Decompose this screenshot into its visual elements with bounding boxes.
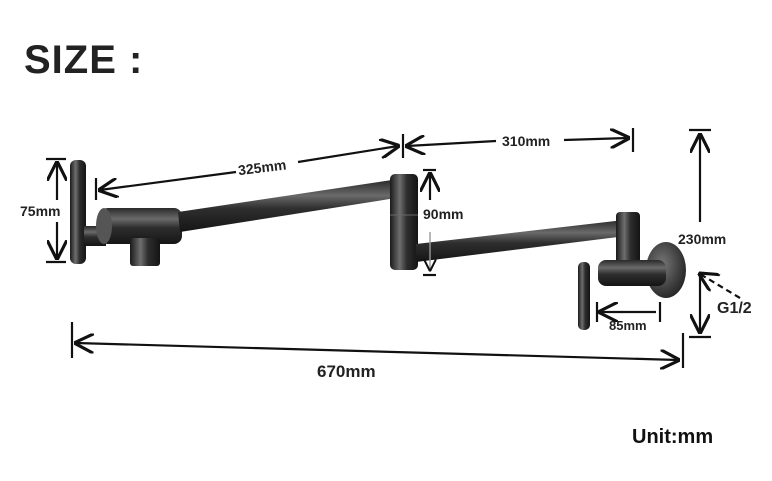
dim-joint-drop: 90mm xyxy=(423,206,463,222)
valve-body xyxy=(100,208,182,244)
dimension-lines xyxy=(46,128,741,368)
right-handle xyxy=(578,262,590,330)
dim-handle-height: 75mm xyxy=(20,203,60,219)
dim-total-length: 670mm xyxy=(317,362,376,381)
dim-wall-mount-length: 85mm xyxy=(609,318,647,333)
dim-total-height: 230mm xyxy=(678,231,726,247)
unit-label: Unit:mm xyxy=(632,426,714,448)
faucet-illustration xyxy=(70,160,686,330)
dim-thread: G1/2 xyxy=(717,300,752,317)
left-handle xyxy=(70,160,86,264)
joint-2 xyxy=(616,212,640,272)
arm-1 xyxy=(178,180,396,232)
joint-1 xyxy=(390,174,418,270)
wall-mount-body xyxy=(598,260,666,286)
arm-2 xyxy=(416,220,626,262)
page-title: SIZE : xyxy=(24,38,144,82)
dim-arm1-length: 325mm xyxy=(237,156,287,178)
dim-arm2-length: 310mm xyxy=(502,133,550,149)
